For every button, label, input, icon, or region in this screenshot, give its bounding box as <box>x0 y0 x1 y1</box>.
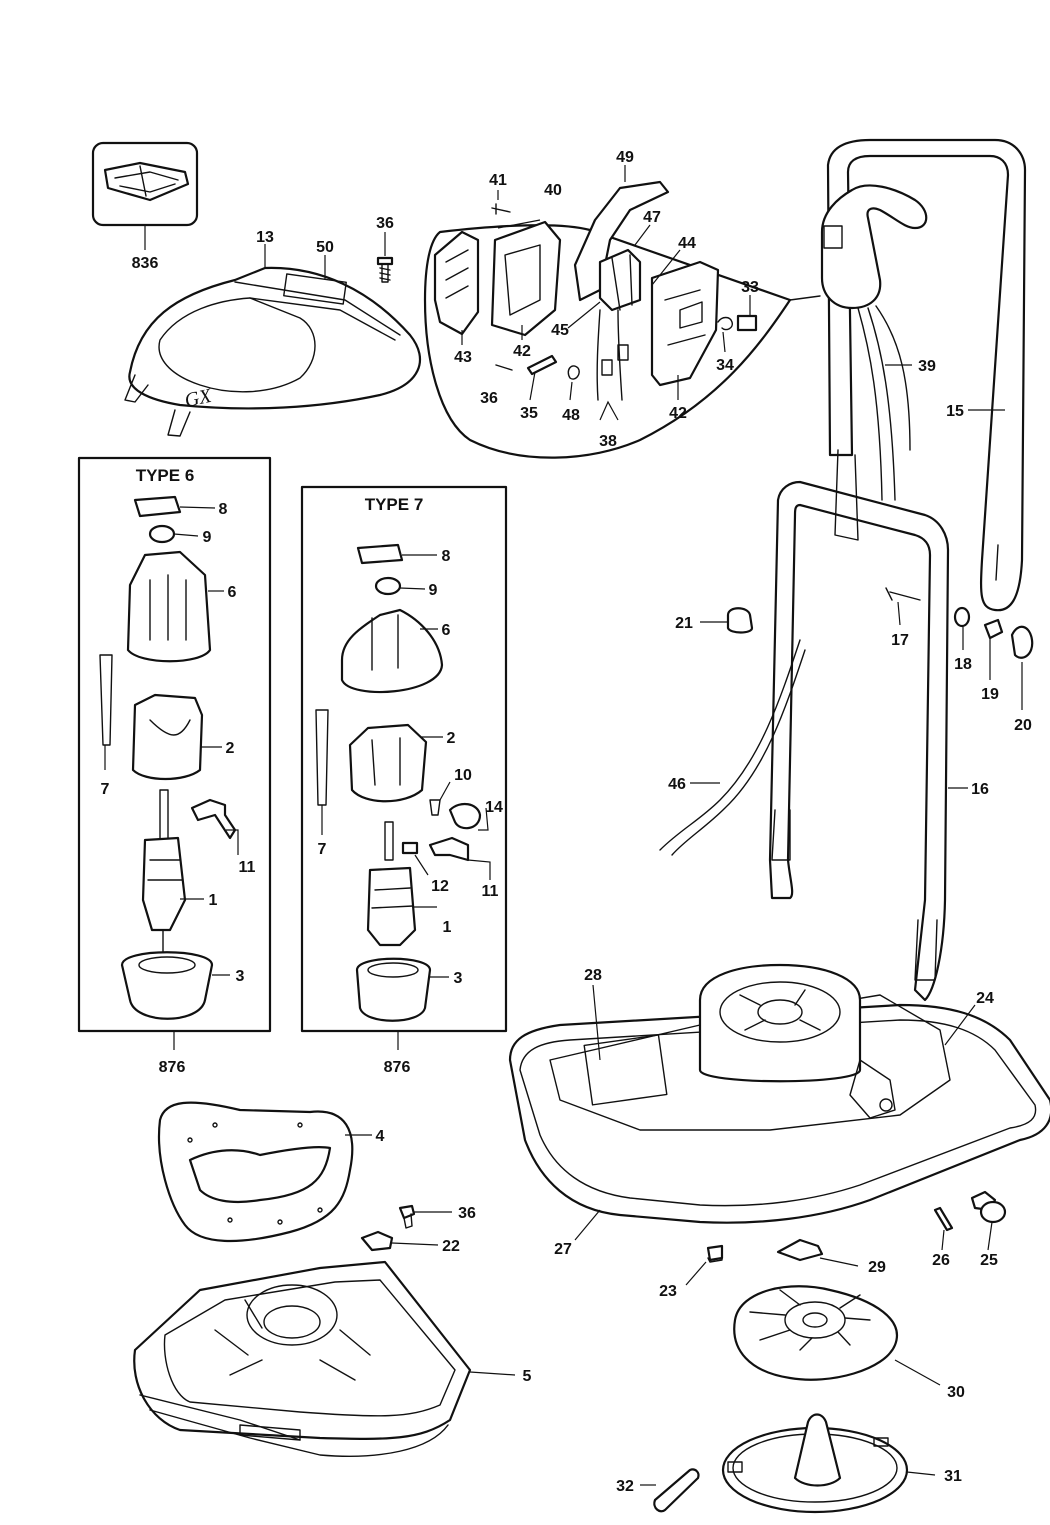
callout-28: 28 <box>584 967 602 984</box>
callout-26: 26 <box>932 1252 950 1269</box>
callout-43: 43 <box>454 349 472 366</box>
motor-cover: GX <box>124 266 422 437</box>
type6-callout-11: 11 <box>239 859 256 876</box>
type6-motor-box: TYPE 6 876 <box>77 456 272 1076</box>
callout-44: 44 <box>678 235 696 252</box>
spanner-tool <box>653 1468 700 1513</box>
callout-18: 18 <box>954 656 972 673</box>
callout-30: 30 <box>947 1384 965 1401</box>
callout-36: 36 <box>458 1205 476 1222</box>
type7-callout-2: 2 <box>447 730 456 747</box>
callout-32: 32 <box>616 1478 634 1495</box>
callout-13: 13 <box>256 229 274 246</box>
type7-callout-8: 8 <box>442 548 451 565</box>
screw-36-top <box>376 256 394 283</box>
type7-callout-9: 9 <box>429 582 438 599</box>
callout-35: 35 <box>520 405 538 422</box>
type7-callout-1: 1 <box>443 919 452 936</box>
callout-39: 39 <box>918 358 936 375</box>
callout-5: 5 <box>523 1368 532 1385</box>
type7-kit-label: 876 <box>384 1059 411 1076</box>
callout-34: 34 <box>716 357 734 374</box>
callout-41: 41 <box>489 172 507 189</box>
callout-40: 40 <box>544 182 562 199</box>
type7-callout-7: 7 <box>318 841 327 858</box>
callout-36: 36 <box>480 390 498 407</box>
screw-clip-small <box>360 1204 416 1252</box>
callout-38: 38 <box>599 433 617 450</box>
type6-callout-3: 3 <box>236 968 245 985</box>
callout-29: 29 <box>868 1259 886 1276</box>
type7-callout-14: 14 <box>485 799 503 816</box>
callout-33: 33 <box>741 279 759 296</box>
type6-title: TYPE 6 <box>136 466 195 485</box>
type7-callout-10: 10 <box>454 767 472 784</box>
type7-callout-6: 6 <box>442 622 451 639</box>
callout-19: 19 <box>981 686 999 703</box>
callout-47: 47 <box>643 209 661 226</box>
type6-callout-6: 6 <box>228 584 237 601</box>
handle-hardware <box>726 587 1034 659</box>
type6-callout-1: 1 <box>209 892 218 909</box>
callout-15: 15 <box>946 403 964 420</box>
callout-36: 36 <box>376 215 394 232</box>
callout-48: 48 <box>562 407 580 424</box>
callout-20: 20 <box>1014 717 1032 734</box>
callout-49: 49 <box>616 149 634 166</box>
callout-42: 42 <box>513 343 531 360</box>
foam-ring <box>158 1101 354 1243</box>
upper-handle <box>820 138 1027 612</box>
fan-housing <box>133 1260 472 1457</box>
callout-50: 50 <box>316 239 334 256</box>
fan-blade <box>733 1285 898 1381</box>
callout-24: 24 <box>976 990 994 1007</box>
callout-17: 17 <box>891 632 909 649</box>
kit-label-836: 836 <box>132 255 159 272</box>
guard-disc <box>721 1413 909 1514</box>
callout-16: 16 <box>971 781 989 798</box>
callout-21: 21 <box>675 615 693 632</box>
type6-callout-2: 2 <box>226 740 235 757</box>
callout-25: 25 <box>980 1252 998 1269</box>
inset-part-836: 836 <box>91 141 199 272</box>
type6-callout-7: 7 <box>101 781 110 798</box>
switch-assembly-detail <box>423 180 821 459</box>
callout-42: 42 <box>669 405 687 422</box>
leader-lines <box>104 165 1023 1486</box>
deck-small-parts <box>706 1190 1007 1263</box>
type7-callout-12: 12 <box>431 878 449 895</box>
type7-callout-11: 11 <box>482 883 499 900</box>
callout-23: 23 <box>659 1283 677 1300</box>
callout-4: 4 <box>376 1128 385 1145</box>
type7-callout-3: 3 <box>454 970 463 987</box>
type7-motor-box: TYPE 7 876 <box>300 485 508 1076</box>
type6-callout-8: 8 <box>219 501 228 518</box>
callout-22: 22 <box>442 1238 460 1255</box>
callout-45: 45 <box>551 322 569 339</box>
callout-27: 27 <box>554 1241 572 1258</box>
callout-46: 46 <box>668 776 686 793</box>
mower-deck <box>508 963 1050 1224</box>
type6-callout-9: 9 <box>203 529 212 546</box>
type6-kit-label: 876 <box>159 1059 186 1076</box>
callout-31: 31 <box>944 1468 962 1485</box>
callout-labels: 13 50 36 41 40 49 47 44 33 43 42 45 34 3… <box>101 149 1032 1495</box>
lower-handle <box>659 480 950 1002</box>
type7-title: TYPE 7 <box>365 495 424 514</box>
